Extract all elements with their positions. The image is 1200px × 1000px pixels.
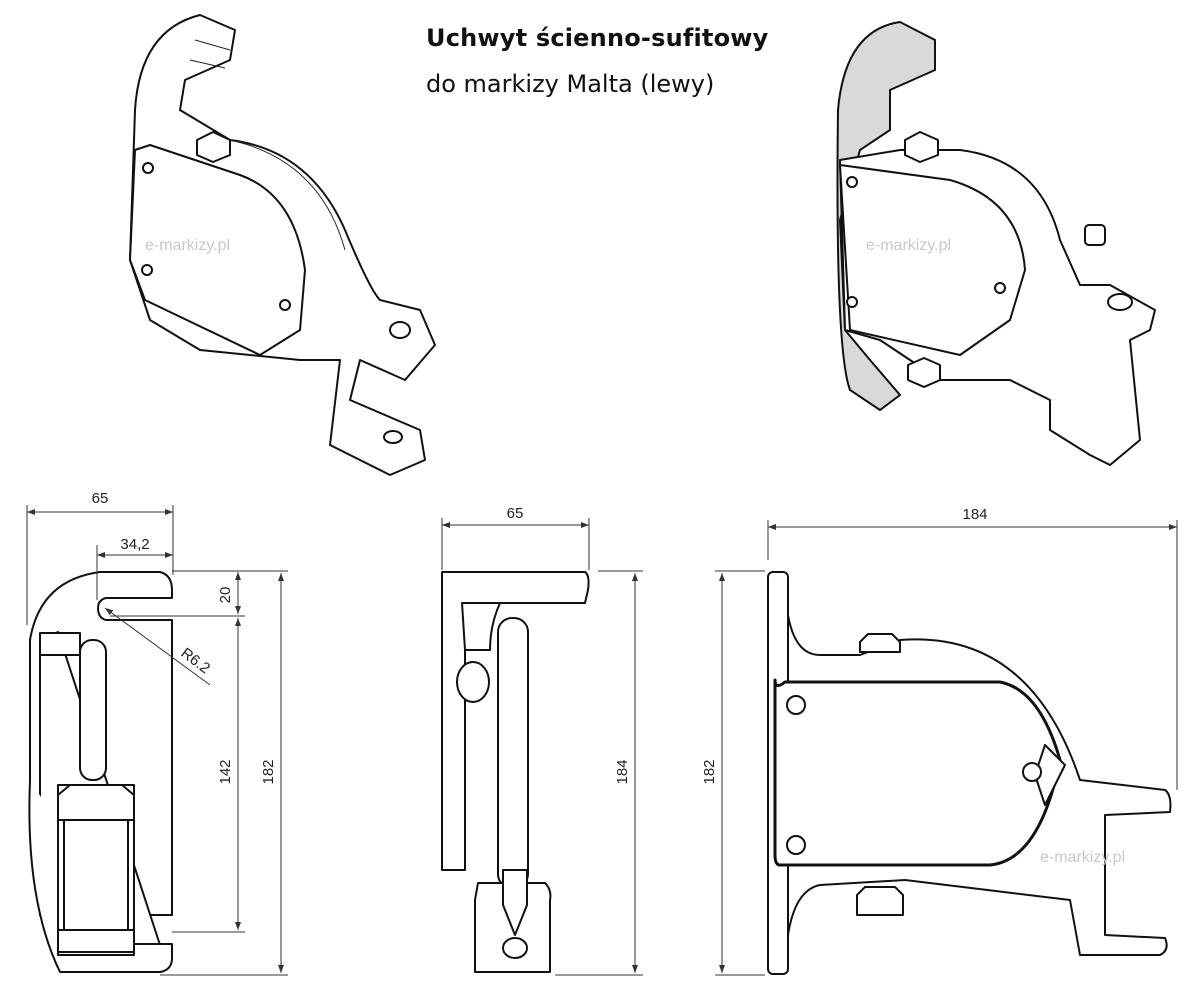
dim-inner-height: 142 bbox=[217, 759, 234, 784]
watermark: e-markizy.pl bbox=[1040, 849, 1125, 866]
dim-width-184: 184 bbox=[962, 506, 987, 523]
dim-total-height: 182 bbox=[260, 759, 277, 784]
dim-hook-depth: 20 bbox=[217, 587, 234, 604]
dim-radius: R6.2 bbox=[178, 645, 214, 678]
dim-height-182: 182 bbox=[701, 759, 718, 784]
dim-width-65: 65 bbox=[92, 490, 109, 507]
watermark: e-markizy.pl bbox=[866, 237, 951, 254]
side-view-left: 65 34,2 20 142 182 R6.2 bbox=[26, 490, 288, 976]
dim-hook-width: 34,2 bbox=[120, 536, 149, 553]
isometric-view-front: e-markizy.pl bbox=[129, 14, 436, 476]
drawing-subtitle: do markizy Malta (lewy) bbox=[426, 70, 715, 98]
drawing-title: Uchwyt ścienno-sufitowy bbox=[426, 24, 769, 52]
dim-height-184: 184 bbox=[614, 759, 631, 784]
front-view-right: e-markizy.pl 184 182 bbox=[701, 506, 1178, 976]
isometric-view-back: e-markizy.pl bbox=[836, 20, 1156, 466]
side-view-middle: 65 184 bbox=[441, 505, 643, 976]
dim-width-65-middle: 65 bbox=[507, 505, 524, 522]
watermark: e-markizy.pl bbox=[145, 237, 230, 254]
